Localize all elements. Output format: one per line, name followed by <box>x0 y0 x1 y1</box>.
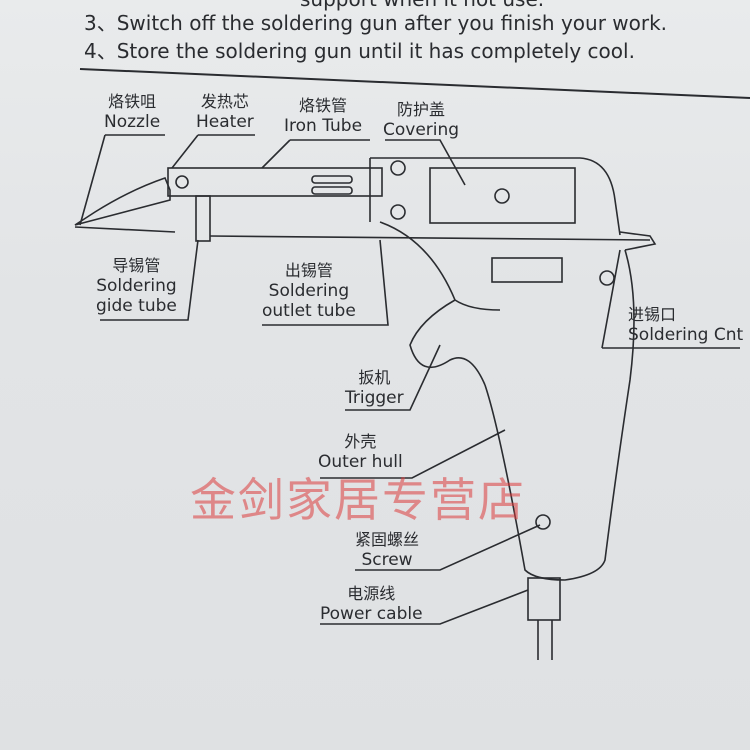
instruction-3: 3、Switch off the soldering gun after you… <box>84 11 668 35</box>
instruction-partial: support when it not use. <box>300 0 544 10</box>
shop-watermark: 金剑家居专营店 <box>190 473 526 527</box>
instruction-4: 4、Store the soldering gun until it has c… <box>84 39 635 63</box>
